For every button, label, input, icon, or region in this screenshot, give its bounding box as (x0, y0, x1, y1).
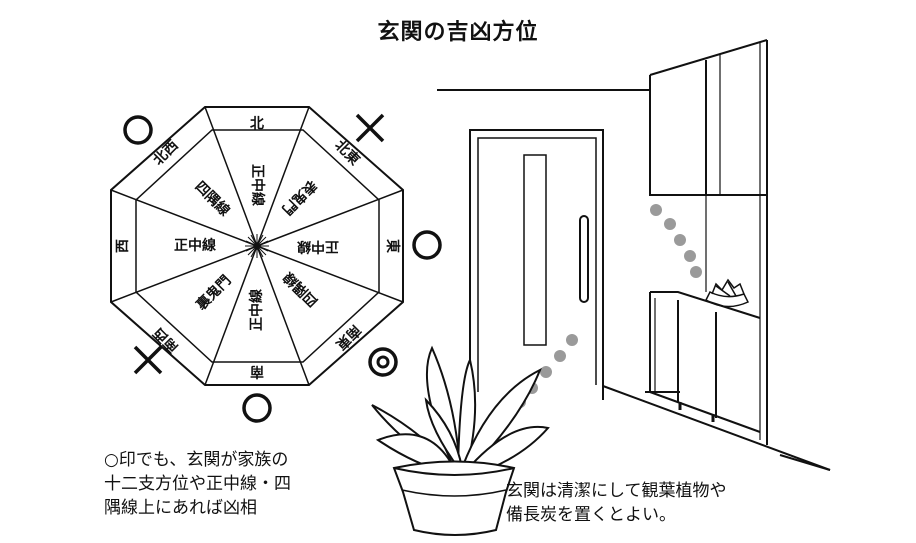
good-circle-mark (242, 393, 272, 423)
label-east-center: 正中線 (297, 238, 339, 255)
double-circle-mark (368, 347, 398, 377)
floor-line (602, 385, 831, 471)
label-northeast-center: 表鬼門 (278, 176, 320, 218)
potted-plant (371, 345, 550, 536)
label-northwest-edge: 北西 (150, 137, 181, 168)
caption-left-line: 隅線上にあれば凶相 (104, 498, 257, 518)
entrance-illustration (437, 39, 831, 471)
label-northwest-center: 四隅線 (191, 178, 233, 220)
label-southeast-center: 四隅線 (280, 268, 322, 310)
caption-left: ○印でも、玄関が家族の 十二支方位や正中線・四 隅線上にあれば凶相 (104, 448, 364, 520)
door-handle (579, 215, 589, 303)
bad-cross-mark (355, 113, 385, 143)
label-north-center: 正中線 (249, 164, 266, 206)
label-west-center: 正中線 (174, 237, 216, 254)
compass-inner-octagon (135, 129, 380, 363)
door-window (523, 154, 547, 346)
caption-right: 玄関は清潔にして観葉植物や 備長炭を置くとよい。 (506, 479, 806, 527)
plant-leaf (424, 397, 464, 472)
label-south-edge: 南 (250, 363, 264, 380)
shoe-cabinet (649, 291, 761, 433)
charcoal-basket (705, 278, 750, 308)
label-south-center: 正中線 (248, 289, 265, 331)
compass-diagram (110, 106, 404, 386)
plant-pot (392, 460, 516, 536)
label-east-edge: 東 (384, 239, 401, 253)
caption-right-line: 備長炭を置くとよい。 (506, 505, 676, 525)
caption-left-line: 十二支方位や正中線・四 (104, 474, 291, 494)
good-circle-mark (123, 115, 153, 145)
label-southwest-center: 裏鬼門 (192, 272, 234, 314)
page-title: 玄関の吉凶方位 (377, 20, 539, 45)
compass-center-burst (245, 234, 269, 258)
compass-spokes (110, 106, 404, 386)
label-north-edge: 北 (250, 116, 264, 132)
bad-cross-mark (133, 345, 163, 375)
label-southeast-edge: 南東 (332, 321, 364, 353)
caption-left-line: ○印でも、玄関が家族の (104, 450, 289, 470)
upper-cabinet (649, 39, 768, 445)
front-door (469, 129, 604, 400)
good-circle-mark (412, 230, 442, 260)
label-west-edge: 西 (115, 239, 131, 253)
wall-line (779, 454, 831, 471)
direction-marks (123, 113, 442, 423)
caption-right-line: 玄関は清潔にして観葉植物や (506, 481, 727, 501)
